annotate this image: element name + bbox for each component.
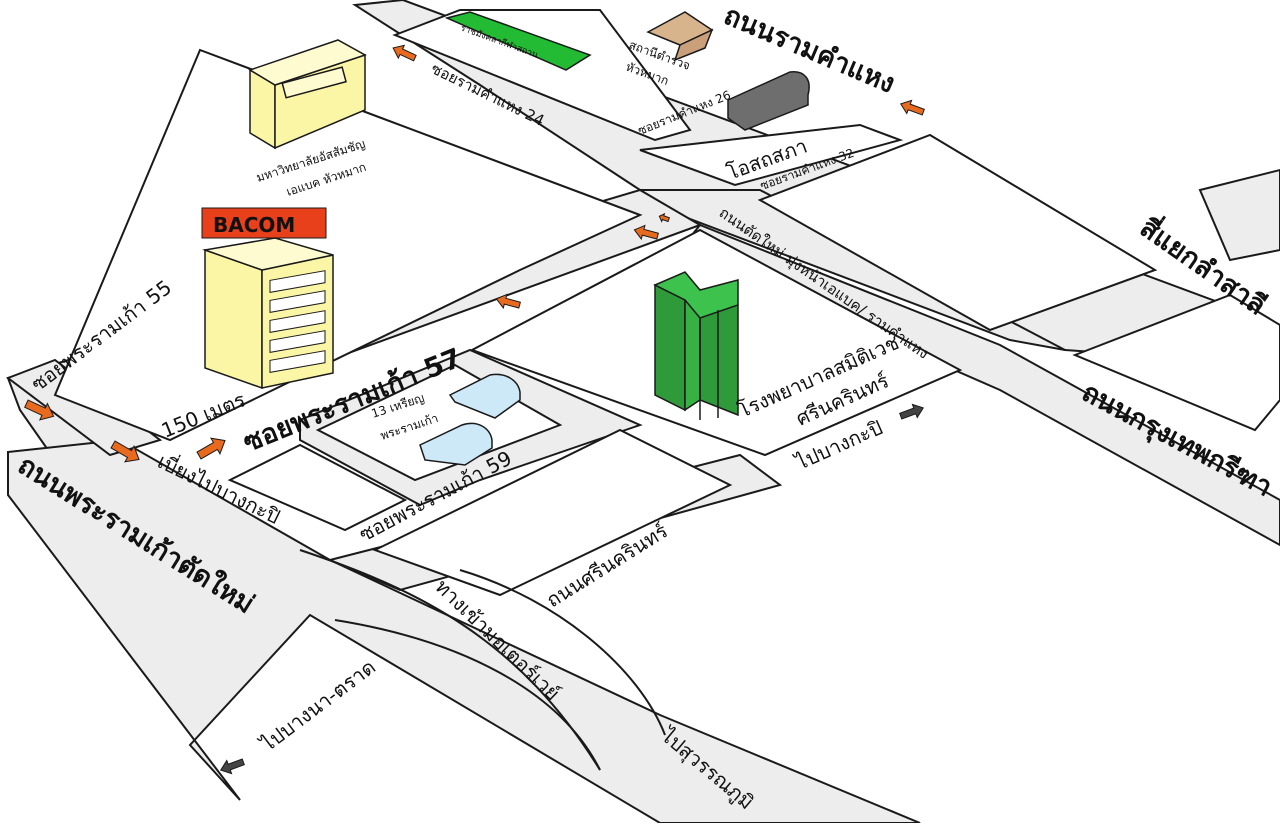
- arrow-veer-1: [110, 440, 140, 463]
- arrow-rk26: [658, 212, 671, 223]
- motorway-ramp: [299, 549, 666, 771]
- block-lotus: [639, 123, 904, 187]
- assumption-sign: [281, 66, 347, 99]
- rama9-new-road: [7, 438, 921, 823]
- bacom-front: [204, 248, 263, 390]
- bacom-sign: [201, 207, 327, 239]
- block-ramkhamhaeng-right: [757, 133, 1158, 332]
- charoen-building-1: [448, 373, 521, 419]
- police-station: สถานีตำรวจ หัวหมาก: [624, 11, 714, 88]
- hospital-front: [654, 283, 686, 412]
- assumption-top: [248, 39, 367, 86]
- arrow-soi55-in: [24, 399, 55, 421]
- arrow-ramkhamhaeng: [899, 99, 925, 116]
- arrow-soi57-1: [495, 293, 521, 310]
- ramp-curve-lower: [334, 619, 601, 771]
- hospital-top: [653, 271, 739, 319]
- arrow-rk24: [392, 44, 417, 62]
- bacom-windows: [269, 270, 326, 373]
- block-srinakarin-south: [372, 428, 733, 597]
- bacom-top: [202, 237, 334, 271]
- arrow-bangna: [219, 758, 245, 775]
- direction-arrows: [24, 44, 925, 463]
- lamsali-road: [1198, 168, 1280, 262]
- arrow-bangkapi: [899, 403, 925, 420]
- label-to-bangna: ไปบางนา-ตราด: [255, 655, 380, 758]
- block-assumption: [53, 48, 643, 442]
- arrow-veer-2: [196, 437, 226, 460]
- block-soi59-small: [227, 443, 408, 532]
- stadium-shape: [444, 11, 592, 71]
- osotspa-shape: [727, 71, 810, 131]
- bacom-logo: BACOM: [213, 213, 295, 237]
- ramp-curve-right: [459, 569, 666, 736]
- police-wall: [673, 28, 714, 62]
- block-far-right: [1072, 293, 1280, 432]
- direction-arrows-dark: [219, 403, 925, 775]
- charoen-building-2: [419, 422, 493, 466]
- soi-55-road: [5, 358, 163, 457]
- block-stadium: [392, 9, 692, 142]
- arrow-soi57-2: [633, 224, 659, 241]
- bacom-building: BACOM: [201, 207, 334, 390]
